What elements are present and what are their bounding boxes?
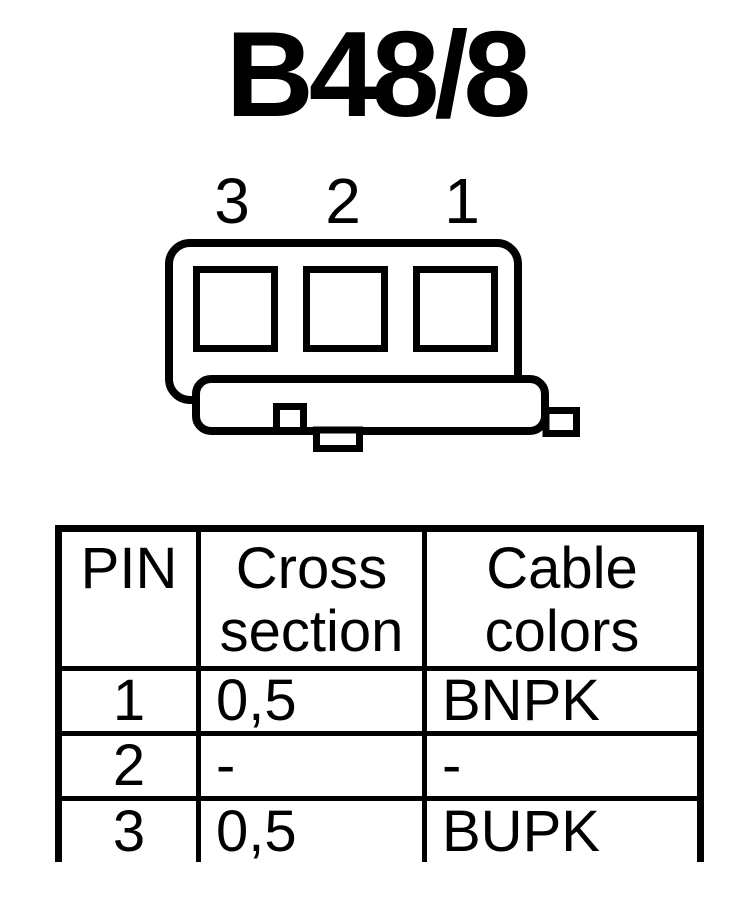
connector-latch xyxy=(192,375,549,435)
pin-label-3: 3 xyxy=(214,165,250,237)
connector-diagram: 3 2 1 xyxy=(130,155,610,470)
pin-label-2: 2 xyxy=(325,165,361,237)
pin-label-1: 1 xyxy=(444,165,480,237)
pin-window-3 xyxy=(193,266,278,352)
row2-cross-section: - xyxy=(201,734,422,797)
row2-pin: 2 xyxy=(62,734,196,797)
pin-window-1 xyxy=(413,266,498,352)
bottom-tab xyxy=(313,426,363,452)
row3-pin: 3 xyxy=(62,800,196,864)
row3-cross-section: 0,5 xyxy=(201,800,422,864)
row3-cable-colors: BUPK xyxy=(427,800,697,864)
pin-window-2 xyxy=(303,266,388,352)
row1-cable-colors: BNPK xyxy=(427,669,697,732)
header-cable-colors: Cable colors xyxy=(427,532,697,666)
side-tab xyxy=(542,407,580,437)
row2-cable-colors: - xyxy=(427,734,697,797)
row1-cross-section: 0,5 xyxy=(201,669,422,732)
pin-table: PIN Cross section Cable colors 1 0,5 BNP… xyxy=(55,525,704,864)
header-cross-section: Cross section xyxy=(201,532,422,666)
latch-clip-notch xyxy=(273,403,307,434)
header-pin: PIN xyxy=(62,532,196,666)
page-title: B48/8 xyxy=(225,6,532,142)
row1-pin: 1 xyxy=(62,669,196,732)
